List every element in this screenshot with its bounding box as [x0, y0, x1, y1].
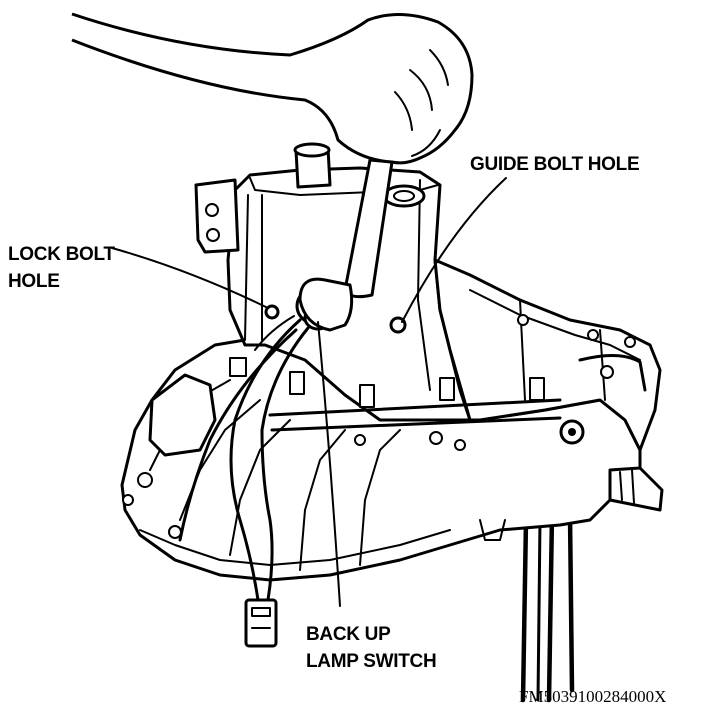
hand-and-arm	[71, 12, 474, 165]
label-lock-bolt-hole-line1: LOCK BOLT	[8, 244, 115, 265]
leader-back-up-lamp-switch	[317, 321, 341, 607]
label-guide-bolt-hole: GUIDE BOLT HOLE	[470, 154, 639, 175]
stand-legs	[520, 512, 575, 703]
leader-lock-bolt-hole	[111, 247, 269, 309]
label-back-up-lamp-switch-line1: BACK UP	[306, 624, 391, 645]
wire-harness	[178, 315, 310, 602]
flange-bolts	[229, 357, 562, 541]
transaxle-case	[120, 338, 642, 582]
label-lock-bolt-hole-line2: HOLE	[8, 271, 60, 292]
figure-code: FM5039100284000X	[519, 687, 666, 706]
leader-guide-bolt-hole	[401, 177, 507, 323]
connector-plug	[244, 598, 278, 648]
label-back-up-lamp-switch-line2: LAMP SWITCH	[306, 651, 436, 672]
leader-lines	[111, 177, 507, 607]
wrench	[298, 158, 394, 332]
lock-bolt-hole-mark	[264, 304, 280, 320]
